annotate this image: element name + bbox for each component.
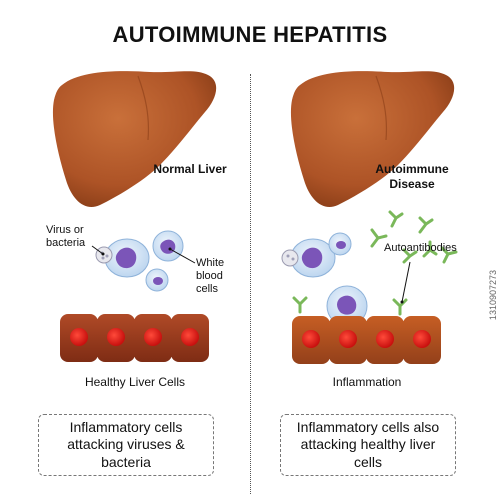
- right-white-blood-cells: [281, 232, 368, 327]
- wbc-small: [328, 232, 352, 256]
- inflammation-caption: Inflammation: [332, 375, 402, 389]
- autoantibodies: [292, 210, 458, 316]
- wbc-bottom: [145, 268, 169, 292]
- left-info-box: Inflammatory cells attacking viruses & b…: [38, 414, 214, 476]
- wbc-engulfing-virus: [104, 238, 150, 278]
- virus-label: Virus or bacteria: [46, 224, 86, 250]
- wbc-with-virus: [281, 238, 336, 278]
- page-title: AUTOIMMUNE HEPATITIS: [112, 22, 388, 47]
- healthy-liver-cells: [60, 314, 209, 362]
- right-info-box: Inflammatory cells also attacking health…: [280, 414, 456, 476]
- virus-particle: [95, 246, 113, 264]
- right-info-text: Inflammatory cells also attacking health…: [296, 418, 440, 470]
- left-info-text: Inflammatory cells attacking viruses & b…: [67, 418, 185, 470]
- left-white-blood-cells: [91, 230, 196, 292]
- normal-liver: [52, 71, 217, 208]
- diseased-liver: [290, 71, 455, 208]
- antibody-pointer: [401, 261, 411, 303]
- autoantibodies-label: Autoantibodies: [384, 242, 457, 254]
- wbc-top-right: [152, 230, 184, 262]
- normal-liver-label: Normal Liver: [153, 162, 227, 176]
- autoimmune-disease-label: Autoimmune Disease: [375, 162, 449, 191]
- white-blood-cells-label: White blood cells: [196, 257, 225, 296]
- inflamed-liver-cells: [292, 316, 441, 364]
- center-divider: [250, 74, 251, 494]
- stock-id: 1310907273: [488, 270, 498, 321]
- healthy-liver-cells-caption: Healthy Liver Cells: [84, 375, 186, 389]
